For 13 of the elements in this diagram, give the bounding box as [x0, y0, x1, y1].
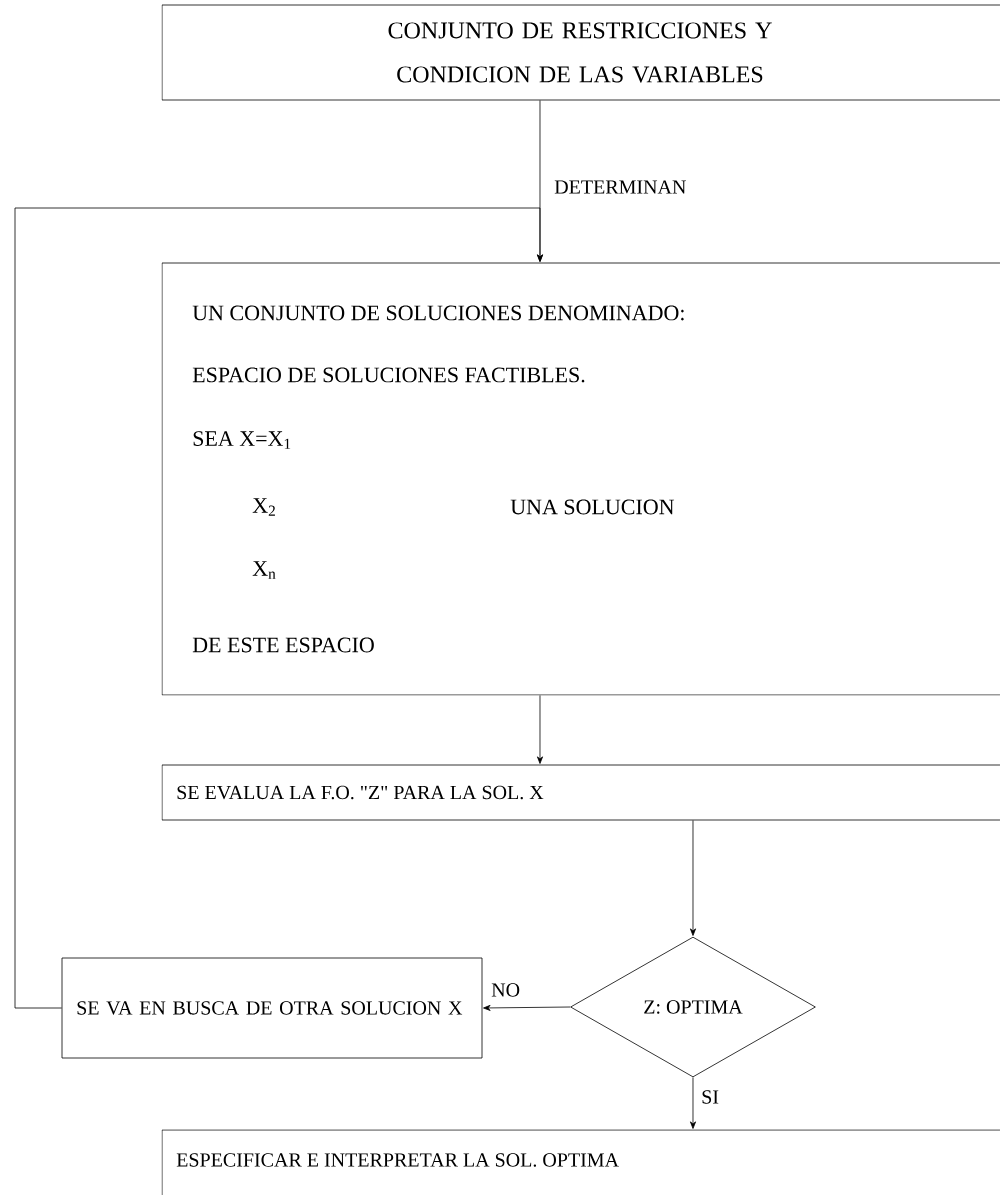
process-box: SE EVALUA LA F.O. "Z" PARA LA SOL. X [161, 764, 1000, 821]
arrow [690, 1077, 696, 1129]
arrow [690, 820, 696, 936]
process-box: SE VA EN BUSCA DE OTRA SOLUCION X [61, 957, 483, 1059]
process-box: CONJUNTO DE RESTRICCIONES Y CONDICION DE LAS VARIABLES [161, 4, 1000, 101]
edge-label: DETERMINAN [553, 179, 688, 195]
arrow [14, 207, 543, 1009]
process-box: ESPECIFICAR E INTERPRETAR LA SOL. OPTIMA [161, 1129, 1000, 1195]
process-box: UN CONJUNTO DE SOLUCIONES DENOMINADO: ESPACIO DE SOLUCIONES FACTIBLES. SEA X=X$_{1}$ X$_{2}$ UNA SOLUCION X$_{n}$ DE ESTE ESPACIO [161, 262, 1000, 696]
edge-label: NO [490, 982, 522, 998]
arrow [537, 695, 543, 764]
arrow [483, 1004, 571, 1011]
edge-label: SI [700, 1089, 720, 1105]
